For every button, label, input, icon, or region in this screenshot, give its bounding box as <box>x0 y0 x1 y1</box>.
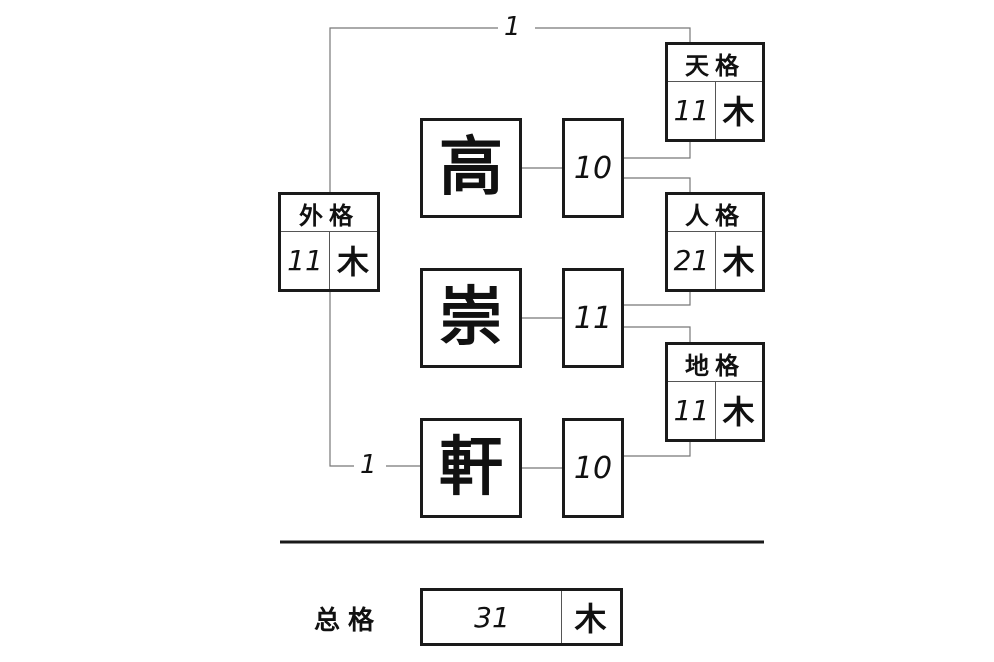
stroke-box-1: 10 <box>562 118 624 218</box>
tian-grid-label: 天格 <box>668 45 762 82</box>
char-box-3: 軒 <box>420 418 522 518</box>
di-grid-number: 11 <box>668 381 716 439</box>
character-2: 崇 <box>439 280 503 355</box>
tian-grid-box: 天格 11 木 <box>665 42 765 142</box>
total-grid-element: 木 <box>574 600 607 638</box>
wai-grid-element: 木 <box>336 243 369 281</box>
total-grid-label: 总格 <box>314 606 383 636</box>
stroke-count-3: 10 <box>573 450 613 486</box>
ren-grid-box: 人格 21 木 <box>665 192 765 292</box>
char-box-2: 崇 <box>420 268 522 368</box>
total-grid-box: 31 木 <box>420 588 623 646</box>
tian-grid-number: 11 <box>668 81 716 139</box>
stroke-count-1: 10 <box>573 150 613 186</box>
wai-grid-label: 外格 <box>281 195 377 232</box>
di-grid-label: 地格 <box>668 345 762 382</box>
stroke-count-2: 11 <box>573 300 613 336</box>
ren-grid-number: 21 <box>668 231 716 289</box>
wai-grid-number: 11 <box>281 231 330 289</box>
ren-grid-element: 木 <box>722 243 755 281</box>
di-grid-element: 木 <box>722 393 755 431</box>
di-grid-box: 地格 11 木 <box>665 342 765 442</box>
tian-grid-element: 木 <box>722 93 755 131</box>
total-grid-number: 31 <box>423 591 562 643</box>
wai-grid-box: 外格 11 木 <box>278 192 380 292</box>
bottom-one-label: 1 <box>354 450 383 480</box>
ren-grid-label: 人格 <box>668 195 762 232</box>
character-1: 高 <box>439 130 503 205</box>
stroke-box-3: 10 <box>562 418 624 518</box>
character-3: 軒 <box>439 430 503 505</box>
char-box-1: 高 <box>420 118 522 218</box>
top-one-label: 1 <box>498 12 527 42</box>
stroke-box-2: 11 <box>562 268 624 368</box>
